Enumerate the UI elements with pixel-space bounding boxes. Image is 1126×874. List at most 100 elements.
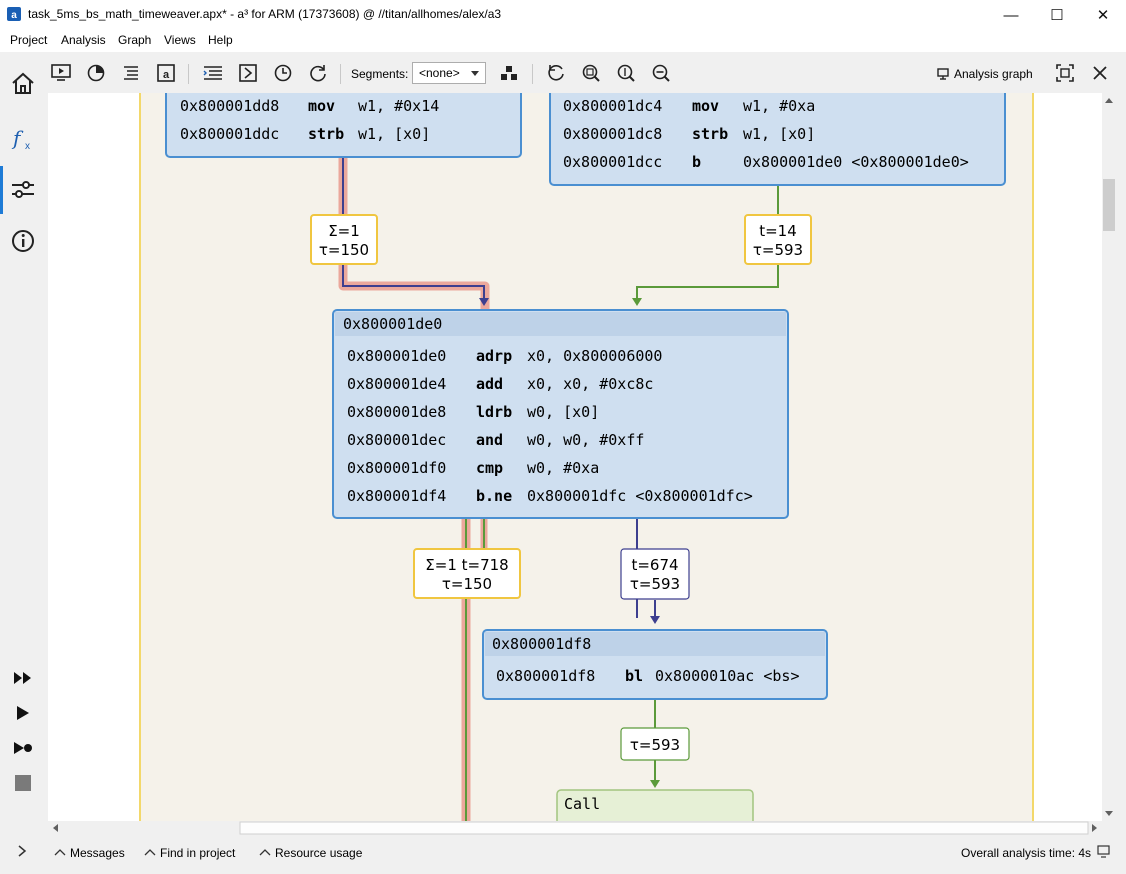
analysis-graph-canvas[interactable]: 0x800001dd8 mov w1, #0x14 0x800001ddc st… — [48, 93, 1102, 821]
task-list-icon — [203, 66, 222, 80]
instr-address: 0x800001df8 — [496, 667, 595, 685]
refresh-button[interactable] — [307, 62, 329, 84]
edge-label-text: τ=150 — [319, 241, 369, 259]
resource-usage-toggle[interactable]: Resource usage — [275, 846, 363, 860]
scroll-thumb[interactable] — [1103, 179, 1115, 231]
instr-address: 0x800001de8 — [347, 403, 446, 421]
edge-label-text: Σ=1 — [328, 222, 360, 240]
tasks-button[interactable] — [202, 62, 224, 84]
run-to-button[interactable] — [8, 733, 38, 763]
zoom-actual-icon — [617, 64, 635, 82]
messages-toggle[interactable]: Messages — [70, 846, 125, 860]
instr-address: 0x800001dc4 — [563, 97, 662, 115]
block-header — [335, 312, 786, 336]
rotate-icon — [548, 65, 564, 81]
minimize-button[interactable]: — — [988, 0, 1034, 30]
instr-mnemonic: and — [476, 431, 503, 449]
horizontal-scrollbar-graphics — [53, 821, 1097, 835]
arrowhead-icon — [632, 298, 642, 306]
toolbar-separator — [188, 64, 189, 84]
layout-button[interactable] — [498, 62, 520, 84]
close-window-button[interactable]: ✕ — [1080, 0, 1126, 30]
edge-label-box — [310, 214, 378, 265]
window-title: task_5ms_bs_math_timeweaver.apx* - a³ fo… — [28, 7, 502, 21]
stop-button[interactable] — [8, 768, 38, 798]
edge-label-text: t=14 — [759, 222, 797, 240]
text-list-button[interactable] — [120, 62, 142, 84]
menu-views[interactable]: Views — [164, 33, 196, 47]
basic-block-right[interactable] — [549, 93, 1006, 186]
arrowhead-icon — [650, 616, 660, 624]
step-button[interactable] — [237, 62, 259, 84]
zoom-out-button[interactable] — [650, 62, 672, 84]
instr-operands: w0, w0, #0xff — [527, 431, 644, 449]
stop-icon — [15, 775, 31, 791]
instr-address: 0x800001de4 — [347, 375, 446, 393]
call-node[interactable] — [556, 789, 754, 821]
instr-mnemonic: bl — [625, 667, 643, 685]
pie-button[interactable] — [85, 62, 107, 84]
monitor-button[interactable] — [50, 62, 72, 84]
close-icon — [1093, 66, 1107, 80]
step-icon — [239, 64, 257, 82]
chevron-right-icon[interactable] — [17, 844, 27, 858]
arrowhead-icon — [650, 780, 660, 788]
horizontal-scrollbar[interactable] — [48, 821, 1102, 835]
scroll-thumb[interactable] — [239, 821, 1089, 835]
pie-chart-icon — [87, 64, 105, 82]
reset-zoom-button[interactable] — [545, 62, 567, 84]
vertical-scrollbar[interactable] — [1102, 93, 1116, 821]
settings-sliders-button[interactable] — [8, 174, 38, 204]
instr-operands: w1, #0xa — [743, 97, 815, 115]
block-header-label: 0x800001de0 — [343, 315, 442, 333]
instr-operands: x0, 0x800006000 — [527, 347, 662, 365]
svg-text:a: a — [11, 10, 17, 21]
segments-dropdown[interactable]: <none> — [412, 62, 486, 84]
control-flow-graph: 0x800001dd8 mov w1, #0x14 0x800001ddc st… — [139, 93, 1034, 821]
home-button[interactable] — [8, 68, 38, 98]
info-button[interactable] — [8, 226, 38, 256]
analysis-time: Overall analysis time: 4s — [961, 846, 1092, 860]
annotation-button[interactable]: a — [155, 62, 177, 84]
run-button[interactable] — [8, 698, 38, 728]
instr-mnemonic: strb — [692, 125, 728, 143]
basic-block-left[interactable] — [165, 93, 522, 158]
menu-project[interactable]: Project — [10, 33, 48, 47]
svg-text:f: f — [11, 126, 24, 150]
menu-help[interactable]: Help — [208, 33, 233, 47]
edge-label-text: τ=593 — [630, 575, 680, 593]
menu-analysis[interactable]: Analysis — [61, 33, 106, 47]
instr-address: 0x800001ddc — [180, 125, 279, 143]
close-view-button[interactable] — [1089, 62, 1111, 84]
menu-graph[interactable]: Graph — [118, 33, 152, 47]
instr-mnemonic: cmp — [476, 459, 503, 477]
zoom-100-button[interactable] — [615, 62, 637, 84]
toolbar-separator — [340, 64, 341, 84]
basic-block-de0[interactable] — [332, 309, 789, 519]
maximize-button[interactable]: ☐ — [1034, 0, 1080, 30]
zoom-fit-button[interactable] — [580, 62, 602, 84]
edge-label-text: t=674 — [631, 556, 678, 574]
find-in-project-toggle[interactable]: Find in project — [160, 846, 236, 860]
zoom-out-icon — [652, 64, 670, 82]
arrowhead-icon — [479, 298, 489, 306]
chevron-up-icon — [144, 849, 156, 856]
segments-label: Segments: — [351, 67, 409, 81]
maximize-view-button[interactable] — [1054, 62, 1076, 84]
fast-forward-button[interactable] — [8, 663, 38, 693]
refresh-icon — [310, 65, 326, 82]
scroll-up-icon — [1105, 98, 1113, 103]
instr-mnemonic: b — [692, 153, 701, 171]
minimize-icon: — — [1003, 6, 1019, 24]
menu-bar: Project Analysis Graph Views Help — [0, 30, 1126, 52]
maximize-icon: ☐ — [1050, 7, 1064, 24]
timing-button[interactable] — [272, 62, 294, 84]
svg-text:x: x — [25, 141, 30, 152]
instr-operands: 0x800001de0 <0x800001de0> — [743, 153, 969, 171]
edge-label-box — [413, 548, 521, 599]
edge-label-text: τ=593 — [630, 736, 680, 754]
instr-address: 0x800001dd8 — [180, 97, 279, 115]
monitor-status-icon — [1097, 845, 1110, 858]
